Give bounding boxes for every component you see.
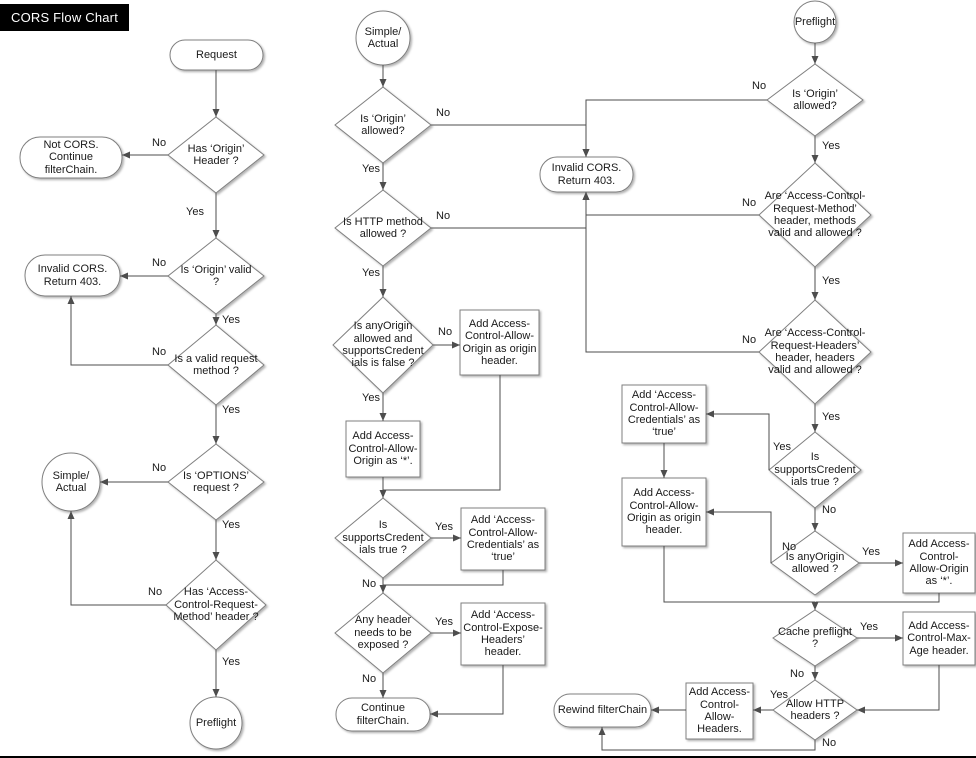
node-acrh-valid: Are ‘Access-Control-Request-Headers’ hea… xyxy=(764,327,866,377)
label-yes-anyorigin-supportscred: Yes xyxy=(362,392,380,404)
edge-expose-to-continue xyxy=(430,665,504,718)
node-simple-actual-mid: Simple/ Actual xyxy=(364,25,402,50)
label-yes-origin-allowed-mid: Yes xyxy=(362,163,380,175)
label-no-origin-allowed-mid: No xyxy=(436,107,451,119)
node-request: Request xyxy=(196,48,237,61)
label-no-has-origin: No xyxy=(152,137,167,149)
edge-no-http-method xyxy=(431,192,590,229)
node-acao-star-right: Add Access-Control-Allow-Origin as ‘*’. xyxy=(908,538,970,588)
node-invalid-cors-left: Invalid CORS. Return 403. xyxy=(37,263,108,288)
label-no-options: No xyxy=(152,462,167,474)
label-yes-valid-method: Yes xyxy=(222,404,240,416)
shape-process-acao-star-right xyxy=(902,532,976,594)
shape-process-acao-origin-right xyxy=(621,477,707,547)
node-continue-filterchain: Continue filterChain. xyxy=(356,702,410,727)
label-yes-acrm-valid: Yes xyxy=(822,275,840,287)
edge-maxage-to-allow-headers xyxy=(857,665,940,714)
node-origin-allowed-mid: Is ‘Origin’ allowed? xyxy=(360,112,406,137)
node-acac-true-right: Add ‘Access-Control-Allow-Credentials’ a… xyxy=(627,389,701,439)
shape-process-acao-origin-mid xyxy=(459,309,540,376)
node-origin-allowed-right: Is ‘Origin’ allowed? xyxy=(792,87,838,112)
node-has-origin-header: Has ‘Origin’ Header ? xyxy=(187,142,245,167)
label-no-anyorigin-supportscred: No xyxy=(438,326,453,338)
label-yes-has-origin: Yes xyxy=(186,206,204,218)
label-no-cache-preflight: No xyxy=(790,668,805,680)
label-no-origin-valid: No xyxy=(152,257,167,269)
node-acao-origin-mid: Add Access-Control-Allow-Origin as origi… xyxy=(462,317,537,367)
label-no-has-acrm: No xyxy=(148,586,163,598)
node-acao-star-mid: Add Access-Control-Allow-Origin as ‘*’. xyxy=(348,430,418,468)
node-allow-headers: Add Access-Control-Allow-Headers. xyxy=(688,686,751,736)
edge-no-origin-allowed-right xyxy=(582,99,767,157)
node-anyorigin-supportscred: Is anyOrigin allowed and supportsCredent… xyxy=(342,320,424,370)
label-yes-origin-valid: Yes xyxy=(222,314,240,326)
node-preflight-right: Preflight xyxy=(794,15,836,28)
label-no-supportscred-mid: No xyxy=(362,578,377,590)
label-no-acrh-valid: No xyxy=(742,334,757,346)
edge-no-acrh-valid xyxy=(582,192,759,353)
label-yes-allow-http-headers: Yes xyxy=(770,689,788,701)
shape-process-allow-headers xyxy=(685,682,754,740)
node-http-method-allowed: Is HTTP method allowed ? xyxy=(343,215,423,240)
node-rewind-filterchain: Rewind filterChain xyxy=(557,704,648,717)
node-cache-preflight: Cache preflight ? xyxy=(778,625,852,650)
edge-acao-origin-mid-rejoin xyxy=(383,375,501,491)
edge-no-acrm-valid xyxy=(582,192,759,216)
node-acac-true-mid: Add ‘Access-Control-Allow-Credentials’ a… xyxy=(466,514,540,564)
label-yes-http-method: Yes xyxy=(362,267,380,279)
edge-no-valid-method xyxy=(67,296,168,366)
node-header-exposed: Any header needs to be exposed ? xyxy=(354,614,412,652)
label-no-http-method: No xyxy=(436,210,451,222)
node-not-cors: Not CORS. Continue filterChain. xyxy=(43,138,99,176)
shape-process-expose-headers xyxy=(460,602,546,666)
node-anyorigin-allowed: Is anyOrigin allowed ? xyxy=(785,550,845,575)
edge-acao-origin-to-cache xyxy=(663,546,819,610)
node-supportscred-mid: Is supportsCredent ials true ? xyxy=(342,519,424,557)
edge-no-origin-allowed-mid xyxy=(431,124,590,157)
label-no-acrm-valid: No xyxy=(742,197,757,209)
label-yes-options: Yes xyxy=(222,519,240,531)
label-yes-acrh-valid: Yes xyxy=(822,411,840,423)
node-simple-actual-left: Simple/ Actual xyxy=(52,469,90,494)
shape-process-acac-true-right xyxy=(621,384,707,444)
node-allow-http-headers: Allow HTTP headers ? xyxy=(785,697,845,722)
label-no-anyorigin-allowed: No xyxy=(782,541,797,553)
node-acrm-valid: Are ‘Access-Control-Request-Method’ head… xyxy=(764,190,866,240)
page-title: CORS Flow Chart xyxy=(0,4,130,31)
node-expose-headers: Add ‘Access-Control-Expose-Headers’ head… xyxy=(463,609,543,659)
node-preflight-left: Preflight xyxy=(195,716,237,729)
shape-process-acac-true-mid xyxy=(460,507,546,571)
edge-acao-star-right-rejoin xyxy=(816,593,940,603)
label-no-header-exposed: No xyxy=(362,673,377,685)
label-yes-anyorigin-allowed: Yes xyxy=(862,546,880,558)
node-options-request: Is ‘OPTIONS’ request ? xyxy=(182,469,249,494)
node-origin-valid: Is ‘Origin’ valid ? xyxy=(180,263,252,288)
edge-no-allow-http-headers xyxy=(598,727,816,751)
node-has-acrm-header: Has ‘Access-Control-Request-Method’ head… xyxy=(173,586,259,624)
edge-no-anyorigin-allowed xyxy=(706,508,772,563)
label-yes-header-exposed: Yes xyxy=(435,616,453,628)
node-supportscred-right: Is supportsCredent ials true ? xyxy=(774,451,856,489)
node-valid-request-method: Is a valid request method ? xyxy=(174,352,258,377)
node-max-age: Add Access-Control-Max-Age header. xyxy=(907,619,971,657)
node-invalid-cors-mid: Invalid CORS. Return 403. xyxy=(551,162,622,187)
label-no-allow-http-headers: No xyxy=(822,737,837,749)
shape-diamond-anyorigin-allowed xyxy=(770,530,860,596)
label-no-origin-allowed-right: No xyxy=(752,80,767,92)
label-yes-origin-allowed-right: Yes xyxy=(822,140,840,152)
edge-acac-true-mid-rejoin xyxy=(383,570,504,586)
label-no-supportscred-right: No xyxy=(822,504,837,516)
label-yes-cache-preflight: Yes xyxy=(860,621,878,633)
label-no-valid-method: No xyxy=(152,346,167,358)
edge-no-has-acrm xyxy=(67,511,166,606)
label-yes-supportscred-mid: Yes xyxy=(435,521,453,533)
node-acao-origin-right: Add Access-Control-Allow-Origin as origi… xyxy=(627,487,701,537)
edge-yes-supportscred-right xyxy=(706,410,770,470)
label-yes-has-acrm: Yes xyxy=(222,656,240,668)
label-yes-supportscred-right: Yes xyxy=(773,441,791,453)
